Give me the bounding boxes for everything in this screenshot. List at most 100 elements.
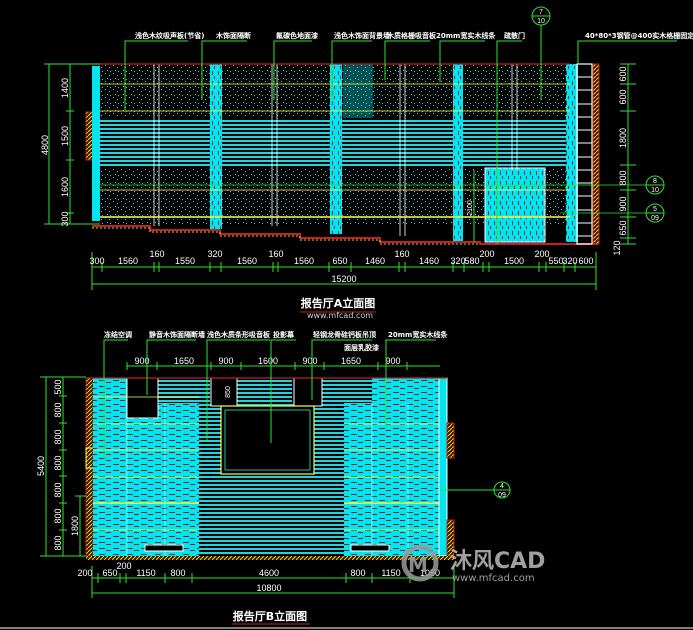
svg-text:800: 800 <box>170 568 185 578</box>
svg-text:800: 800 <box>53 402 63 417</box>
svg-text:800: 800 <box>53 535 63 550</box>
elevation-b-annotation-labels: 冻结空调 静音木饰面隔断墙 浅色木质条形吸音板 投影幕 轻钢龙骨硅钙板吊顶 面层… <box>104 330 448 352</box>
svg-text:200: 200 <box>534 249 549 259</box>
svg-text:1650: 1650 <box>341 356 361 366</box>
svg-text:650: 650 <box>102 568 117 578</box>
svg-text:09: 09 <box>498 492 506 499</box>
svg-text:200: 200 <box>77 568 92 578</box>
elevation-a-title: 报告厅A立面图 <box>301 296 376 310</box>
svg-text:200: 200 <box>479 249 494 259</box>
svg-text:1500: 1500 <box>504 256 524 266</box>
elevation-b: 900 1650 900 1600 900 1650 900 850 冻结空调 … <box>36 330 511 625</box>
svg-text:200: 200 <box>116 561 131 571</box>
svg-text:4600: 4600 <box>259 568 279 578</box>
mfcad-logo-icon: M <box>408 553 428 577</box>
svg-text:900: 900 <box>302 356 317 366</box>
svg-text:320: 320 <box>207 249 222 259</box>
annotation-label: 静音木饰面隔断墙 <box>149 330 205 339</box>
svg-text:600: 600 <box>618 66 628 81</box>
annotation-label: 40*80*3钢管@400实木格栅固定 <box>585 31 693 40</box>
dimension-total-height: 4800 <box>40 135 50 155</box>
watermark-url: www.mfcad.com <box>307 311 373 320</box>
svg-text:1560: 1560 <box>294 256 314 266</box>
detail-callout-7-10[interactable]: 7 10 <box>531 6 551 26</box>
elevation-a: 浅色木纹吸声板(节省) 木饰面隔断 氟碳色地面漆 浅色木饰面背景墙 木质格栅吸音… <box>40 6 693 320</box>
svg-text:1600: 1600 <box>60 177 70 197</box>
svg-text:160: 160 <box>149 249 164 259</box>
svg-text:800: 800 <box>53 508 63 523</box>
svg-text:1460: 1460 <box>419 256 439 266</box>
elevation-b-top-dim-labels: 900 1650 900 1600 900 1650 900 <box>134 356 400 366</box>
svg-text:1460: 1460 <box>365 256 385 266</box>
annotation-label: 木饰面隔断 <box>215 31 251 40</box>
svg-text:320: 320 <box>562 256 577 266</box>
svg-text:1560: 1560 <box>237 256 257 266</box>
elevation-a-bottom-dimensions <box>91 252 597 290</box>
annotation-label: 木质格栅吸音板 <box>386 31 437 40</box>
svg-text:500: 500 <box>53 379 63 394</box>
svg-text:09: 09 <box>651 215 659 222</box>
svg-text:1800: 1800 <box>70 516 80 536</box>
svg-text:1550: 1550 <box>175 256 195 266</box>
svg-text:8: 8 <box>653 178 657 185</box>
door-height-dim: 2100 <box>467 200 474 216</box>
svg-text:1560: 1560 <box>118 256 138 266</box>
detail-callout-5-09[interactable]: 5 09 <box>645 203 665 223</box>
svg-text:10: 10 <box>651 187 659 194</box>
dimension-total-height: 5400 <box>36 456 46 476</box>
svg-text:320: 320 <box>450 256 465 266</box>
elevation-b-bottom-dim-labels: 200 650 200 1150 800 4600 800 1150 1050 … <box>77 561 440 593</box>
svg-text:600: 600 <box>618 89 628 104</box>
svg-text:550: 550 <box>548 256 563 266</box>
svg-text:5: 5 <box>653 206 657 213</box>
svg-text:650: 650 <box>618 220 628 235</box>
svg-text:800: 800 <box>53 429 63 444</box>
elevation-a-annotation-labels: 浅色木纹吸声板(节省) 木饰面隔断 氟碳色地面漆 浅色木饰面背景墙 木质格栅吸音… <box>135 31 693 40</box>
svg-text:900: 900 <box>218 356 233 366</box>
detail-callout-4-09[interactable]: 4 09 <box>493 481 511 499</box>
svg-text:10: 10 <box>537 18 545 25</box>
svg-text:800: 800 <box>350 568 365 578</box>
svg-text:160: 160 <box>394 249 409 259</box>
annotation-label: 浅色木饰面背景墙 <box>334 31 390 40</box>
annotation-label: 浅色木质条形吸音板 <box>207 330 271 339</box>
svg-text:900: 900 <box>385 356 400 366</box>
svg-text:4: 4 <box>500 483 504 490</box>
svg-text:900: 900 <box>618 196 628 211</box>
annotation-label: 面层乳胶漆 <box>344 343 379 352</box>
mfcad-watermark: M 沐风CAD www.mfcad.com <box>401 544 545 584</box>
elevation-b-top-dimensions <box>126 362 440 370</box>
total-width-dim: 15200 <box>331 274 356 284</box>
annotation-label: 浅色木纹吸声板(节省) <box>135 31 204 40</box>
total-width-dim: 10800 <box>256 583 281 593</box>
annotation-label: 20mm宽实木线条 <box>436 31 496 40</box>
svg-text:650: 650 <box>332 256 347 266</box>
elevation-a-right-dimensions <box>620 63 636 245</box>
right-fabric-panel <box>344 403 439 556</box>
svg-text:800: 800 <box>53 482 63 497</box>
screen-height-dim: 850 <box>225 386 232 398</box>
annotation-label: 疏散门 <box>504 31 525 40</box>
detail-callout-8-10[interactable]: 8 10 <box>645 175 665 195</box>
svg-text:1400: 1400 <box>60 78 70 98</box>
elevation-b-left-dimensions <box>40 376 86 557</box>
annotation-label: 轻钢龙骨硅钙板吊顶 <box>313 330 376 339</box>
svg-text:580: 580 <box>464 256 479 266</box>
svg-text:1500: 1500 <box>60 126 70 146</box>
elevation-b-title: 报告厅B立面图 <box>233 609 307 623</box>
elevation-a-bottom-dim-labels: 300 1560 160 1550 320 1560 160 1560 650 … <box>89 249 593 284</box>
svg-text:300: 300 <box>89 256 104 266</box>
watermark-site: www.mfcad.com <box>452 573 535 584</box>
svg-text:160: 160 <box>268 249 283 259</box>
svg-text:900: 900 <box>134 356 149 366</box>
watermark-brand: 沐风CAD <box>450 549 545 574</box>
svg-text:1600: 1600 <box>258 356 278 366</box>
exit-door <box>484 167 546 243</box>
annotation-label: 冻结空调 <box>104 330 132 339</box>
svg-text:7: 7 <box>539 9 543 16</box>
annotation-label: 投影幕 <box>273 330 295 339</box>
svg-text:1150: 1150 <box>136 568 155 578</box>
svg-text:120: 120 <box>612 240 622 255</box>
